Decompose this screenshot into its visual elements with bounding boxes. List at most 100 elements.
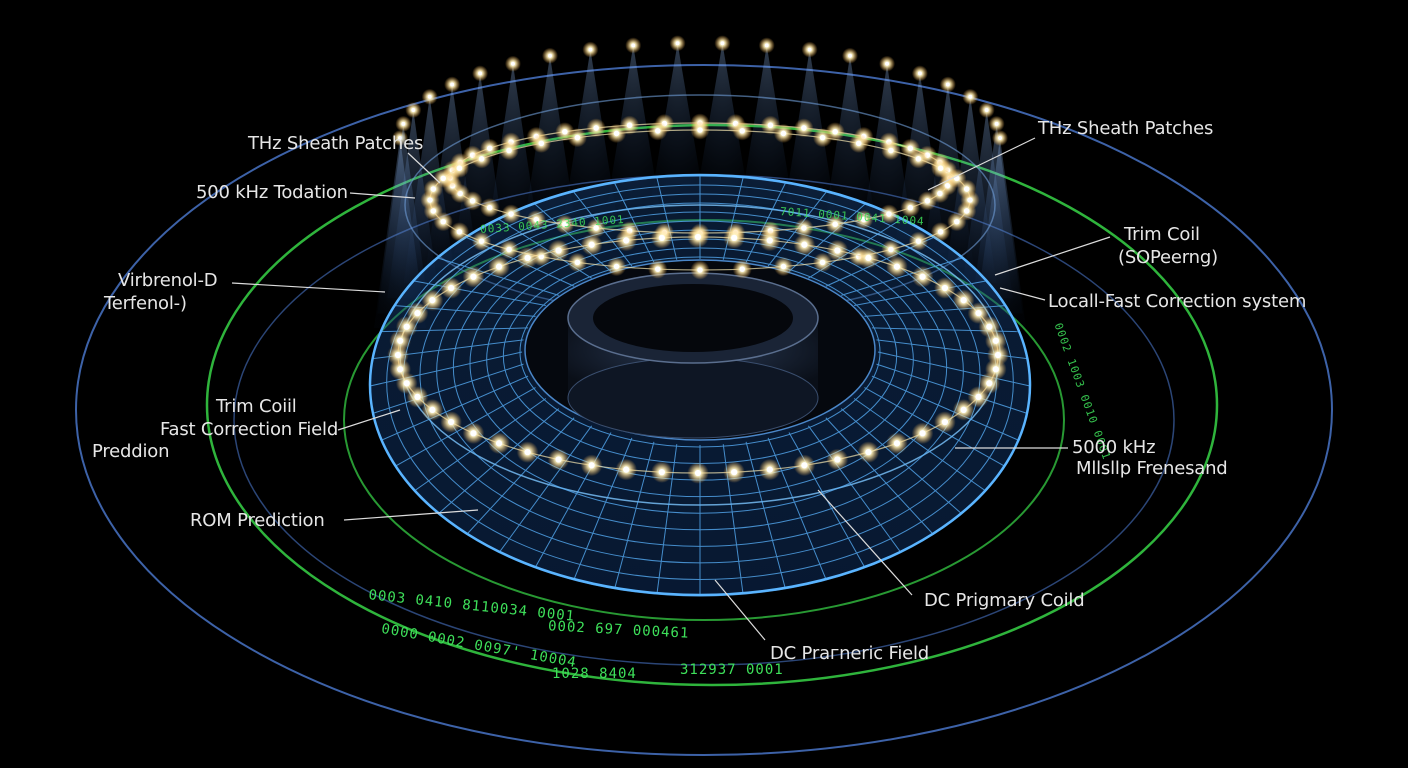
mid-led-ring-led xyxy=(555,456,562,463)
second-led-ring-led xyxy=(478,156,485,162)
second-led-ring-led xyxy=(430,208,437,214)
mid-led-ring-led xyxy=(403,380,410,387)
mid-led-ring-led xyxy=(865,448,872,456)
second-led-ring-led xyxy=(855,140,862,147)
second-led-ring-led xyxy=(953,218,960,225)
second-led-ring-led xyxy=(915,156,922,162)
torus-longitude-line xyxy=(854,280,986,306)
mid-led-ring-led xyxy=(447,418,455,426)
upper-led-ring-led xyxy=(486,145,493,152)
upper-led-ring-led xyxy=(801,125,807,131)
label-preddion: Preddion xyxy=(92,441,170,462)
upper-led-ring-led xyxy=(832,221,838,228)
leader-rom xyxy=(343,509,479,521)
torus-longitude-line xyxy=(534,203,612,272)
leader-local-fast xyxy=(999,287,1046,301)
mid-led-ring-led xyxy=(495,440,503,447)
upper-led-ring-led xyxy=(801,225,807,231)
second-led-ring-led xyxy=(697,267,703,273)
leader-thz-left xyxy=(407,152,441,184)
mid-led-ring-led xyxy=(694,233,702,241)
mid-led-ring-led xyxy=(524,254,531,262)
label-freq-right-line1: 5000 kHz xyxy=(1072,437,1156,458)
mid-led-ring-led xyxy=(414,310,421,317)
second-led-ring-led xyxy=(819,259,826,266)
mid-led-ring-led xyxy=(731,234,738,242)
leader-todation xyxy=(349,192,416,199)
label-dc-field: DC Prагnеric Field xyxy=(770,643,930,664)
leader-dc-field xyxy=(714,579,766,641)
second-led-ring-led xyxy=(819,134,826,141)
second-led-ring-led xyxy=(780,130,787,137)
upper-led-ring-led xyxy=(533,216,540,223)
second-led-ring-led xyxy=(613,263,620,270)
torus-longitude-line xyxy=(840,408,963,515)
mid-led-ring-led xyxy=(447,284,455,292)
upper-led-ring-led xyxy=(593,125,599,131)
mid-led-ring-led xyxy=(731,468,738,476)
upper-led-ring-led xyxy=(593,225,599,231)
sheath-beam-light-core xyxy=(764,43,769,48)
upper-led-ring-led xyxy=(924,198,931,204)
upper-led-ring-led xyxy=(562,221,568,228)
second-led-ring-led xyxy=(697,127,703,133)
upper-led-ring-led xyxy=(767,122,774,129)
sheath-beam-light-core xyxy=(968,94,973,99)
sheath-beam-light-core xyxy=(401,121,406,126)
second-led-ring-led xyxy=(739,266,746,272)
mid-led-ring-led xyxy=(623,237,630,244)
leader-virbrenol xyxy=(231,282,386,293)
label-dc-primary: DC Prigmary Coild xyxy=(924,590,1085,611)
second-led-ring-led xyxy=(739,128,746,134)
upper-led-ring-led xyxy=(886,211,892,217)
label-virbrenol-line2: Terfenol-) xyxy=(104,293,187,314)
mid-led-ring-led xyxy=(834,247,841,254)
second-led-ring-led xyxy=(456,165,463,172)
mid-led-ring-led xyxy=(865,254,872,262)
second-led-ring-led xyxy=(440,175,447,182)
sheath-beam-light-core xyxy=(998,136,1002,140)
sheath-beam xyxy=(651,43,704,197)
upper-led-ring-led xyxy=(907,145,914,152)
sheath-beam xyxy=(696,43,749,197)
outer-blue-ring xyxy=(75,64,1333,756)
torus-longitude-line xyxy=(372,363,524,414)
mid-led-ring-led xyxy=(403,323,410,330)
sheath-beam-light-core xyxy=(720,41,725,46)
mid-led-ring-led xyxy=(986,323,993,330)
torus-longitude-line xyxy=(414,280,546,306)
label-virbrenol-line1: Virbrenol-D xyxy=(118,270,218,291)
upper-led-ring-led xyxy=(907,204,914,211)
mid-led-ring-led xyxy=(414,393,421,400)
torus-longitude-line xyxy=(788,203,866,272)
core-top-hole xyxy=(593,284,793,352)
second-led-ring-led xyxy=(937,165,944,172)
second-led-ring-led xyxy=(506,147,512,154)
sheath-beam-light-core xyxy=(807,47,812,52)
second-led-ring-led xyxy=(506,246,512,253)
led-coil-rings xyxy=(387,113,1009,484)
sheath-beam-light-core xyxy=(885,61,890,66)
upper-led-ring-led xyxy=(832,128,838,135)
sheath-beam-light-core xyxy=(631,43,636,48)
upper-led-ring-led xyxy=(860,216,867,223)
mid-led-ring-led xyxy=(658,234,665,242)
mid-led-ring-led xyxy=(960,297,967,304)
mid-led-ring-led xyxy=(623,466,630,473)
mid-led-ring-led xyxy=(834,456,841,463)
sheath-beam-light-core xyxy=(588,47,593,52)
data-digits-3: 1028 8404 xyxy=(552,666,637,682)
sheath-beam-light-core xyxy=(675,41,680,46)
mid-led-ring-led xyxy=(394,351,402,359)
leader-trim-right xyxy=(994,236,1111,276)
mid-led-ring-led xyxy=(893,263,901,270)
sheath-beam-light-core xyxy=(984,107,989,112)
upper-led-ring-led xyxy=(562,128,568,135)
sheath-beam-light-core xyxy=(548,53,552,58)
mid-led-ring-led xyxy=(992,337,999,344)
second-led-ring-led xyxy=(456,228,463,235)
label-trim-coil-left-line2: Fast Correction Field xyxy=(160,419,339,440)
mid-led-ring-led xyxy=(397,337,404,344)
sheath-beam-light-core xyxy=(510,61,515,66)
mid-led-ring-led xyxy=(919,273,926,280)
